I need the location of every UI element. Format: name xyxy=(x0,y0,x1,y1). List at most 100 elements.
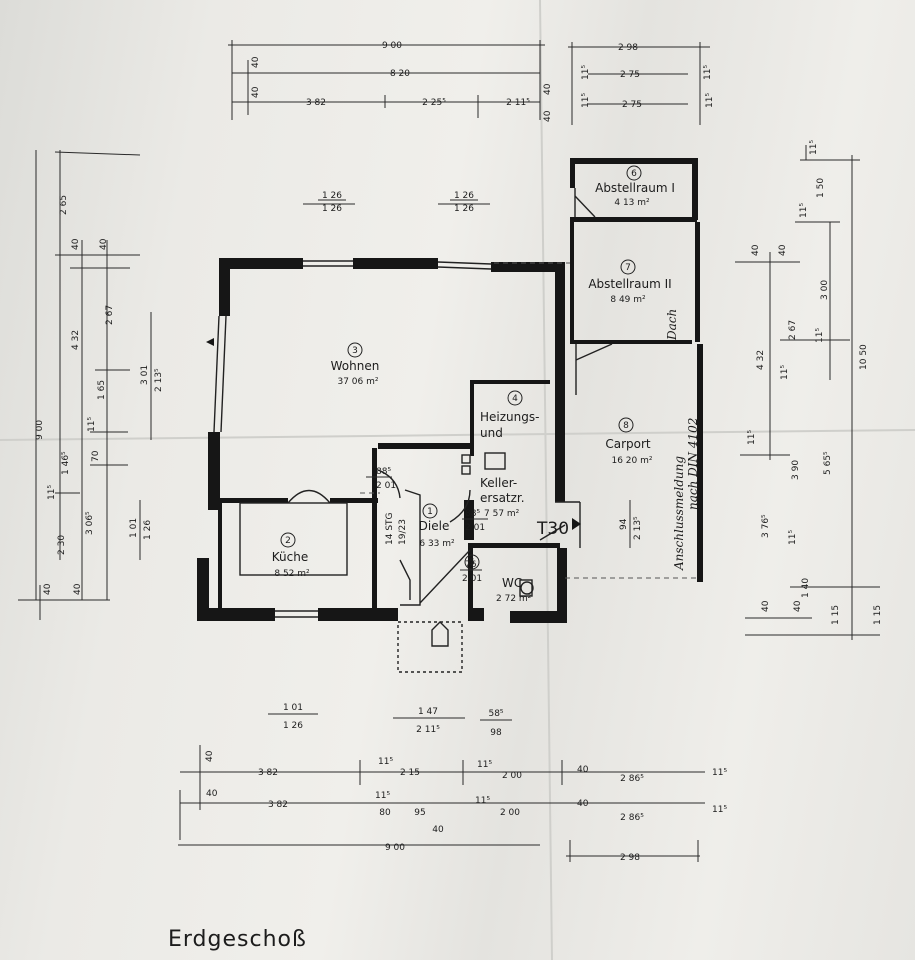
dim-label: 40 xyxy=(251,56,261,68)
dashed-lines xyxy=(360,262,697,579)
dim-label: 40 xyxy=(543,83,553,95)
dim-label: 2 11⁵ xyxy=(416,725,440,735)
dim-label: 40 xyxy=(205,750,215,762)
room-name: ersatzr. xyxy=(480,491,525,505)
window-dim: 1 26 xyxy=(454,204,474,214)
dim-label: 9 00 xyxy=(385,843,405,853)
dim-label: 3 00 xyxy=(820,280,830,300)
dim-label: 2 86⁵ xyxy=(620,774,644,784)
window-dim: 3 01 xyxy=(140,365,150,385)
stairs-count: 14 STG xyxy=(385,512,395,545)
room-name: und xyxy=(480,426,503,440)
dim-label: 40 xyxy=(432,825,444,835)
dim-label: 70 xyxy=(91,450,101,462)
dim-label: 11⁵ xyxy=(712,768,727,778)
bottom-dimensions: 1 01 1 26 1 47 2 11⁵ 58⁵ 98 40 3 82 11⁵ … xyxy=(178,703,727,863)
dim-label: 9 00 xyxy=(382,41,402,51)
window-dim: 1 26 xyxy=(322,204,342,214)
dim-label: 4 32 xyxy=(71,330,81,350)
dim-label: 11⁵ xyxy=(581,65,591,80)
dim-label: 3 76⁵ xyxy=(761,514,771,538)
room-area: 16 20 m² xyxy=(611,456,652,466)
room-name: Küche xyxy=(272,550,308,564)
fold-line xyxy=(0,429,915,441)
dim-label: 11⁵ xyxy=(378,757,393,767)
dim-label: 3 82 xyxy=(306,98,326,108)
room-name: WC xyxy=(502,576,522,590)
dim-label: 40 xyxy=(761,600,771,612)
dim-label: 11⁵ xyxy=(780,365,790,380)
room-name: Abstellraum I xyxy=(595,181,675,195)
handwritten-note: Anschlussmeldung xyxy=(672,456,686,571)
top-dimensions: 9 00 8 20 40 40 3 82 2 25⁵ 2 11⁵ 40 40 2… xyxy=(228,40,715,125)
dim-label: 2 00 xyxy=(500,808,520,818)
dim-label: 1 65 xyxy=(97,380,107,400)
dim-label: 10 50 xyxy=(859,344,869,370)
dim-label: 1 47 xyxy=(418,707,438,717)
room-name: Heizungs- xyxy=(480,410,539,424)
room-area: 2 72 m² xyxy=(496,594,532,604)
thin-lines xyxy=(213,188,613,673)
room-name: Carport xyxy=(605,437,651,451)
room-area: 4 13 m² xyxy=(614,198,650,208)
dim-label: 2 15 xyxy=(400,768,420,778)
right-dimensions: 11⁵ 1 50 11⁵ 40 40 3 00 2 67 11⁵ 4 32 11… xyxy=(735,140,883,640)
dim-label: 11⁵ xyxy=(788,530,798,545)
dim-label: 11⁵ xyxy=(712,805,727,815)
dim-label: 98 xyxy=(490,728,502,738)
dim-label: 2 67 xyxy=(105,305,115,325)
dim-label: 3 82 xyxy=(268,800,288,810)
room-name: Abstellraum II xyxy=(588,277,671,291)
dim-label: 2 67 xyxy=(788,320,798,340)
window-dim: 2 13⁵ xyxy=(154,368,164,392)
dim-label: 40 xyxy=(543,110,553,122)
dim-label: 11⁵ xyxy=(477,760,492,770)
door-dim: 88⁵ xyxy=(376,467,391,477)
window-dim: 1 01 xyxy=(129,518,139,538)
door-dim: 88⁵ xyxy=(465,509,480,519)
stairs-ratio: 19/23 xyxy=(398,519,408,545)
dim-label: 9 00 xyxy=(35,420,45,440)
dim-label: 11⁵ xyxy=(747,430,757,445)
room-number: 2 xyxy=(285,536,291,546)
dim-label: 80 xyxy=(379,808,391,818)
room-name: Diele xyxy=(419,519,450,533)
dim-label: 40 xyxy=(43,583,53,595)
fire-door-label: T30 xyxy=(536,519,569,539)
dim-label: 11⁵ xyxy=(581,93,591,108)
dim-label: 2 00 xyxy=(502,771,522,781)
room-area: 37 06 m² xyxy=(337,377,378,387)
room-number: 6 xyxy=(631,169,637,179)
carport-dim: 94 xyxy=(619,518,629,530)
dim-label: 3 82 xyxy=(258,768,278,778)
door-dim: 76 xyxy=(465,560,477,570)
dim-label: 2 98 xyxy=(620,853,640,863)
roof-note: Dach xyxy=(665,309,679,341)
room-number: 3 xyxy=(352,346,358,356)
dim-label: 11⁵ xyxy=(815,328,825,343)
dim-label: 11⁵ xyxy=(705,93,715,108)
room-area: 8 49 m² xyxy=(610,295,646,305)
dim-label: 40 xyxy=(73,583,83,595)
handwritten-note: nach DIN 4102 xyxy=(686,418,700,510)
dim-label: 3 90 xyxy=(791,460,801,480)
window-dim: 1 26 xyxy=(143,520,153,540)
window-dim: 1 26 xyxy=(454,191,474,201)
left-dimensions: 2 65 40 40 4 32 2 67 9 00 1 65 11⁵ 1 46⁵… xyxy=(18,150,141,620)
dim-label: 2 86⁵ xyxy=(620,813,644,823)
dim-label: 11⁵ xyxy=(375,791,390,801)
dim-label: 95 xyxy=(414,808,425,818)
fold-line xyxy=(539,0,553,960)
dim-label: 40 xyxy=(99,238,109,250)
dim-label: 11⁵ xyxy=(475,796,490,806)
dim-label: 1 40 xyxy=(801,578,811,598)
door-dim: 2 01 xyxy=(465,523,485,533)
dim-label: 2 75 xyxy=(620,70,640,80)
dim-label: 1 26 xyxy=(283,721,303,731)
carport-dim: 2 13⁵ xyxy=(633,516,643,540)
dim-label: 11⁵ xyxy=(799,203,809,218)
door-dim: 2 01 xyxy=(462,574,482,584)
dim-label: 2 98 xyxy=(618,43,638,53)
dim-label: 2 75 xyxy=(622,100,642,110)
